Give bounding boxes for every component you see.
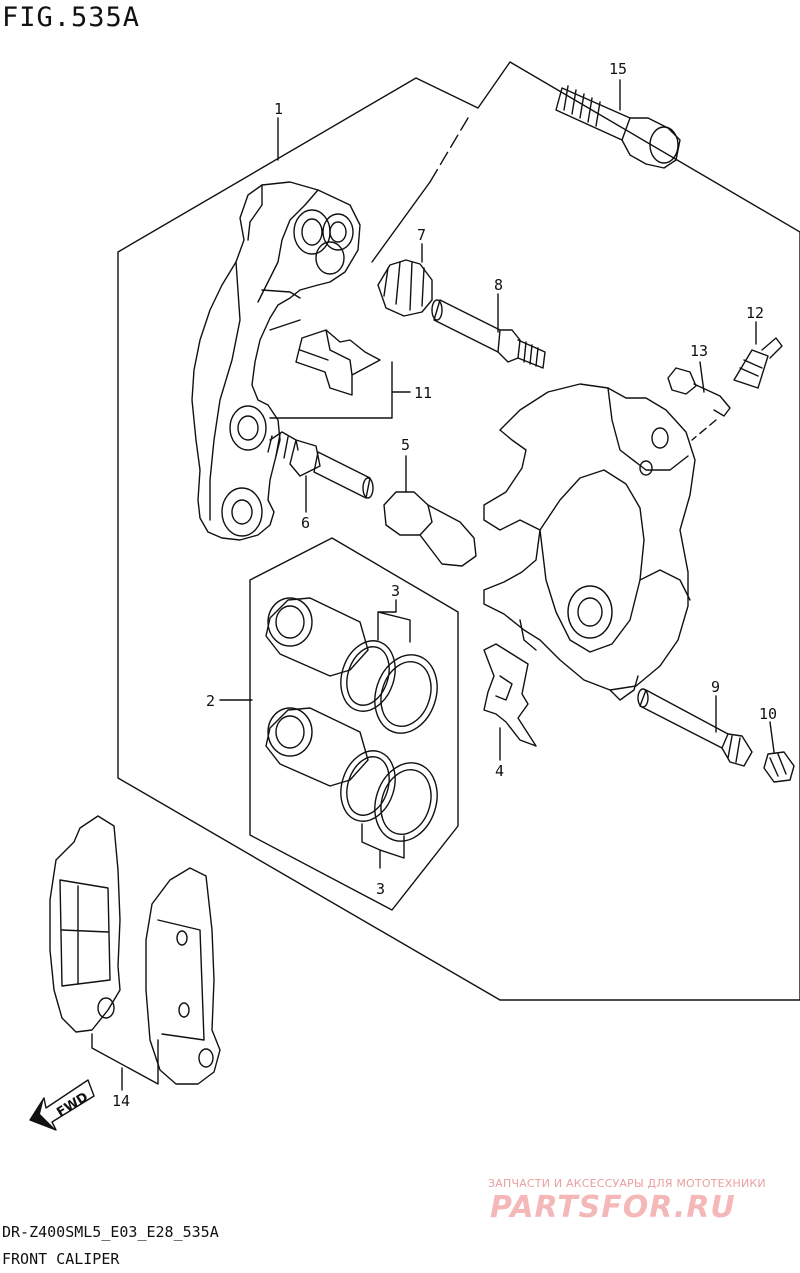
- model-code: DR-Z400SML5_E03_E28_535A: [2, 1223, 219, 1241]
- leader-line: [377, 599, 411, 643]
- callout-8: 8: [494, 276, 503, 294]
- figure-caption: FRONT CALIPER: [2, 1250, 120, 1268]
- caliper-bracket: [191, 181, 361, 541]
- pad-spring-4: [483, 643, 537, 747]
- pin-9: [637, 688, 753, 767]
- bleeder-cap-13: [667, 367, 731, 441]
- callout-3-upper: 3: [391, 582, 400, 600]
- leader-line: [769, 721, 775, 753]
- axis-line: [371, 181, 431, 263]
- bolt-15: [555, 85, 681, 169]
- seal-upper: [340, 640, 438, 734]
- pad-spring-11: [295, 329, 381, 396]
- seal-lower: [340, 750, 438, 842]
- leader-line: [699, 361, 705, 393]
- callout-3-lower: 3: [376, 880, 385, 898]
- callout-1: 1: [274, 100, 283, 118]
- bleeder-valve-12: [733, 337, 783, 389]
- brake-pad-left: [49, 815, 121, 1033]
- plug-10: [763, 751, 795, 783]
- piston-upper: [265, 597, 369, 677]
- sleeve-pin-8: [431, 299, 546, 369]
- callout-10: 10: [759, 705, 777, 723]
- axis-line: [429, 117, 469, 183]
- watermark-logo: PARTSFOR.RU: [490, 1190, 736, 1225]
- piston-lower: [265, 707, 369, 787]
- callout-9: 9: [711, 678, 720, 696]
- leader-line: [91, 1033, 159, 1091]
- boot-7: [377, 259, 433, 317]
- callout-11: 11: [414, 384, 432, 402]
- caliper-body: [483, 383, 696, 701]
- callout-15: 15: [609, 60, 627, 78]
- callout-4: 4: [495, 762, 504, 780]
- figure-title: FIG.535A: [2, 2, 141, 33]
- callout-12: 12: [746, 304, 764, 322]
- callout-6: 6: [301, 514, 310, 532]
- piston-group-boundary: [249, 537, 459, 911]
- assembly-boundary: [117, 61, 800, 1001]
- callout-13: 13: [690, 342, 708, 360]
- forward-arrow-icon: FWD: [29, 1079, 95, 1131]
- callout-5: 5: [401, 436, 410, 454]
- watermark-tagline: ЗАПЧАСТИ И АКСЕССУАРЫ ДЛЯ МОТОТЕХНИКИ: [488, 1177, 766, 1190]
- pin-6: [267, 431, 374, 499]
- callout-2: 2: [206, 692, 215, 710]
- callout-14: 14: [112, 1092, 130, 1110]
- leader-line: [269, 361, 393, 419]
- leader-line: [361, 823, 405, 869]
- boot-5: [383, 491, 477, 567]
- brake-pad-right: [145, 867, 221, 1085]
- callout-7: 7: [417, 226, 426, 244]
